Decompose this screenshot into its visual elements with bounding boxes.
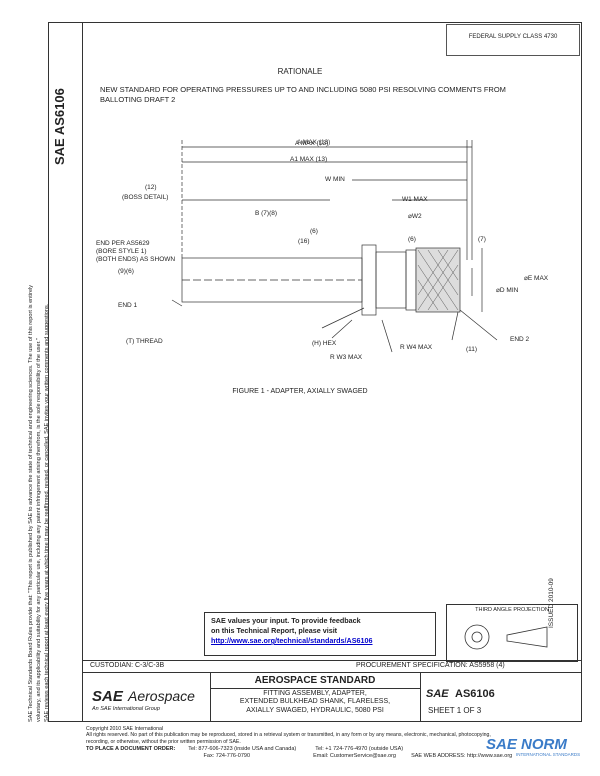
title-block bbox=[82, 660, 582, 722]
feedback-line-2: on this Technical Report, please visit bbox=[211, 626, 338, 635]
watermark-subtitle: INTERNATIONAL STANDARDS bbox=[516, 752, 581, 757]
label-s6-right: (6) bbox=[408, 236, 416, 243]
aerospace-logo-text: Aerospace bbox=[128, 688, 195, 704]
federal-supply-class-box: FEDERAL SUPPLY CLASS 4730 bbox=[446, 24, 580, 56]
standard-title-line-3: AXIALLY SWAGED, HYDRAULIC, 5080 PSI bbox=[246, 706, 384, 714]
label-s16: (16) bbox=[298, 238, 310, 245]
side-margin-band bbox=[48, 22, 82, 722]
custodian: CUSTODIAN: C-3/C-3B bbox=[90, 662, 165, 669]
projection-title: THIRD ANGLE PROJECTION bbox=[475, 607, 549, 613]
title-block-col-1 bbox=[210, 672, 211, 722]
label-a1-max: A1 MAX (13) bbox=[290, 156, 328, 163]
watermark-logo: SAE NORM bbox=[486, 736, 567, 753]
standard-heading: AEROSPACE STANDARD bbox=[254, 675, 376, 686]
order-tel: Tel: 877-606-7323 (inside USA and Canada… bbox=[188, 746, 297, 752]
label-both-ends: (BOTH ENDS) AS SHOWN bbox=[96, 256, 176, 263]
label-w-min: W MIN bbox=[325, 176, 345, 183]
label-s11: (11) bbox=[466, 346, 478, 353]
order-footer: TO PLACE A DOCUMENT ORDER: Tel: 877-606-… bbox=[86, 746, 512, 760]
projection-box: THIRD ANGLE PROJECTION bbox=[446, 604, 578, 662]
copyright-line-1: Copyright 2010 SAE International bbox=[86, 726, 163, 732]
order-email[interactable]: Email: CustomerService@sae.org bbox=[313, 753, 396, 759]
copyright-line-2: All rights reserved. No part of this pub… bbox=[86, 732, 491, 739]
projection-symbol bbox=[464, 624, 548, 650]
label-thread: (T) THREAD bbox=[126, 338, 163, 345]
label-rw4: R W4 MAX bbox=[400, 344, 433, 351]
label-w2: ⌀W2 bbox=[408, 213, 422, 220]
label-s7: (7) bbox=[478, 236, 486, 243]
label-s9: (9)(6) bbox=[118, 268, 134, 275]
label-hex: (H) HEX bbox=[312, 340, 337, 347]
rationale-title: RATIONALE bbox=[277, 67, 323, 76]
title-block-divider bbox=[82, 672, 582, 673]
feedback-link[interactable]: http://www.sae.org/technical/standards/A… bbox=[211, 636, 373, 645]
feedback-line-1: SAE values your input. To provide feedba… bbox=[211, 616, 361, 625]
standard-title-line-2: EXTENDED BULKHEAD SHANK, FLARELESS, bbox=[239, 698, 391, 706]
sae-logo: SAE bbox=[92, 688, 123, 705]
legal-line-2: voluntary, and its applicability and sui… bbox=[36, 338, 42, 722]
issue-date: ISSUED 2010-09 bbox=[548, 578, 555, 628]
label-s6-top: (6) bbox=[310, 228, 318, 235]
sheet-number: SHEET 1 OF 3 bbox=[428, 706, 482, 715]
label-end-per: END PER AS5629 bbox=[96, 240, 150, 247]
side-doc-code: SAE AS6106 bbox=[52, 88, 67, 165]
legal-line-1: SAE Technical Standards Board Rules prov… bbox=[28, 284, 34, 722]
figure-caption: FIGURE 1 - ADAPTER, AXIALLY SWAGED bbox=[232, 388, 368, 395]
standard-title: FITTING ASSEMBLY, ADAPTER, EXTENDED BULK… bbox=[212, 690, 418, 715]
order-web[interactable]: SAE WEB ADDRESS: http://www.sae.org bbox=[411, 753, 513, 759]
legal-line-3: SAE reviews each technical report at lea… bbox=[44, 303, 50, 722]
order-label: TO PLACE A DOCUMENT ORDER: bbox=[86, 746, 176, 752]
label-boss: (BOSS DETAIL) bbox=[122, 194, 169, 201]
label-bore-style: (BORE STYLE 1) bbox=[96, 248, 147, 255]
feedback-box: SAE values your input. To provide feedba… bbox=[204, 612, 436, 656]
label-d-min: ⌀D MIN bbox=[496, 287, 519, 294]
document-number: AS6106 bbox=[455, 688, 495, 700]
label-b: B (7)(8) bbox=[255, 210, 278, 217]
rationale-body: NEW STANDARD FOR OPERATING PRESSURES UP … bbox=[100, 85, 506, 104]
standard-title-line-1: FITTING ASSEMBLY, ADAPTER, bbox=[263, 690, 367, 697]
label-end-1: END 1 bbox=[118, 302, 138, 309]
dim-a-max: A MAX (13) bbox=[297, 139, 330, 146]
label-a-max: A MAX (13) bbox=[295, 140, 329, 147]
label-e-max: ⌀E MAX bbox=[524, 275, 549, 282]
heading-rule bbox=[210, 688, 420, 689]
order-fax: Fax: 724-776-0790 bbox=[203, 753, 251, 759]
copyright-notice: Copyright 2010 SAE International All rig… bbox=[86, 726, 586, 745]
adapter-drawing: A MAX (13) bbox=[171, 139, 498, 353]
drawing-frame bbox=[82, 22, 582, 722]
order-tel-intl: Tel: +1 724-776-4970 (outside USA) bbox=[315, 746, 404, 752]
copyright-line-3: recording, or otherwise, without the pri… bbox=[86, 738, 241, 745]
tb-sae-logo: SAE bbox=[426, 688, 449, 700]
procurement-spec: PROCUREMENT SPECIFICATION: AS5958 (4) bbox=[356, 662, 505, 669]
title-block-col-2 bbox=[420, 672, 421, 722]
label-rw3: R W3 MAX bbox=[330, 354, 363, 361]
logo-subtitle: An SAE International Group bbox=[92, 706, 160, 712]
label-w1-max: W1 MAX bbox=[402, 196, 428, 203]
label-end-2: END 2 bbox=[510, 336, 530, 343]
label-12: (12) bbox=[145, 184, 157, 191]
